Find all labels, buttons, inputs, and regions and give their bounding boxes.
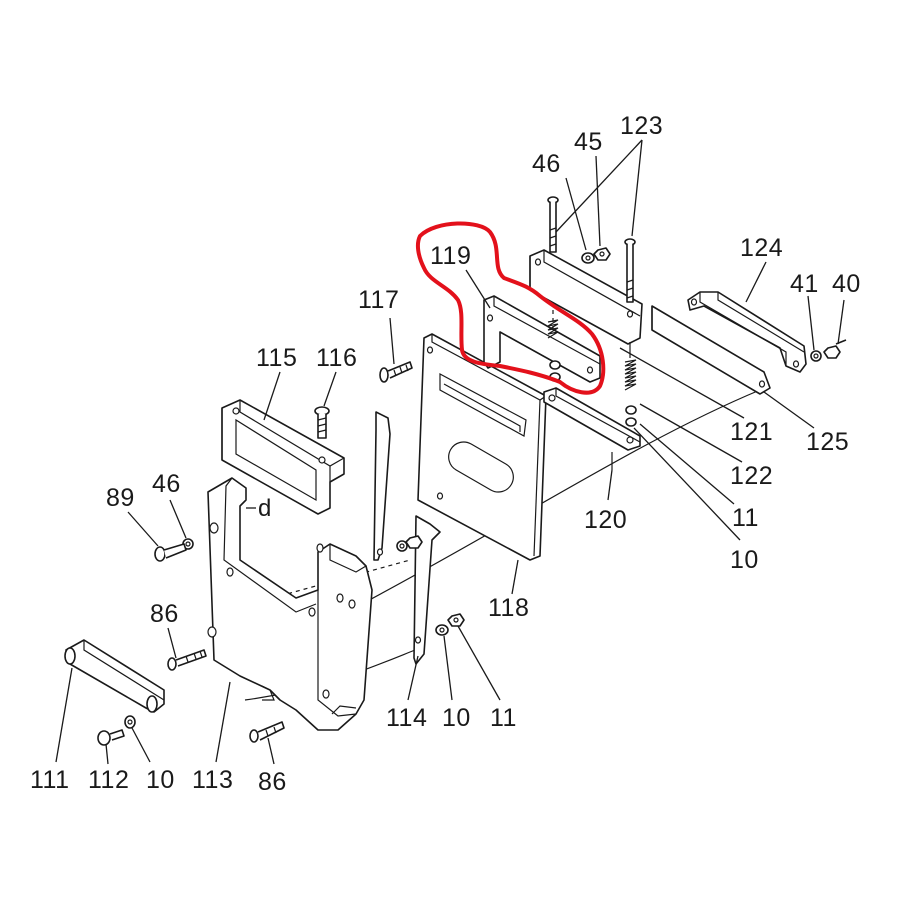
callout-113: 113: [192, 766, 233, 794]
callout-115: 115: [256, 344, 297, 372]
leader-lines: [55, 139, 845, 765]
callout-46-left: 46: [152, 470, 181, 498]
callout-124: 124: [740, 234, 783, 262]
callout-11-right: 11: [732, 504, 759, 532]
callout-89: 89: [106, 484, 135, 512]
part-118-plate: [417, 333, 547, 561]
part-115-top-bracket: [221, 399, 345, 515]
highlight-outline-part-119: [415, 221, 606, 395]
callout-11-mid: 11: [490, 704, 517, 732]
callout-111: 111: [30, 766, 70, 794]
callout-114: 114: [386, 704, 427, 732]
part-116-screw: [314, 406, 330, 439]
part-111-handle: [64, 639, 165, 713]
part-120-bar: [543, 387, 641, 470]
part-114-strips: [373, 411, 441, 665]
callout-46-top: 46: [532, 150, 561, 178]
small-bolts: [97, 543, 285, 746]
callout-120: 120: [584, 506, 627, 534]
part-121-top-plate: [529, 249, 643, 345]
callout-119: 119: [430, 242, 471, 270]
part-113-side-frame: [207, 477, 373, 731]
callout-40: 40: [832, 270, 861, 298]
springs: [547, 319, 637, 391]
callout-labels: 123 46 45 119 124 117 41 40 115 116 121 …: [30, 112, 861, 796]
annotation-letter-d: d: [258, 495, 271, 522]
callout-45: 45: [574, 128, 603, 156]
part-124-angle-bracket: [687, 291, 807, 373]
callout-10-mid: 10: [442, 704, 471, 732]
part-117-screw: [379, 361, 413, 383]
callout-125: 125: [806, 428, 849, 456]
callout-10-bottom: 10: [146, 766, 175, 794]
part-125-strip: [651, 305, 771, 395]
callout-116: 116: [316, 344, 357, 372]
callout-122: 122: [730, 462, 773, 490]
callout-121: 121: [730, 418, 773, 446]
long-bolts: [547, 196, 636, 303]
callout-10-right: 10: [730, 546, 759, 574]
callout-112: 112: [88, 766, 129, 794]
callout-86-top: 86: [150, 600, 179, 628]
callout-41: 41: [790, 270, 819, 298]
callout-86-bottom: 86: [258, 768, 287, 796]
callout-117: 117: [358, 286, 399, 314]
callout-123: 123: [620, 112, 663, 140]
callout-118: 118: [488, 594, 529, 622]
